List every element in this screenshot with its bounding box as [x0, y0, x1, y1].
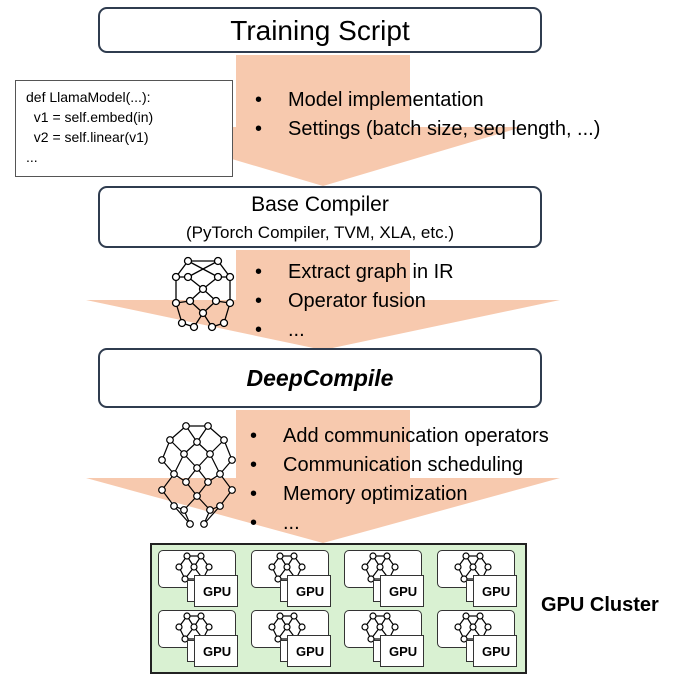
- gpu-icon: GPU: [187, 575, 238, 607]
- gpu-icon: GPU: [466, 635, 517, 667]
- code-line: def LlamaModel(...):: [26, 89, 151, 105]
- gpu-icon: GPU: [187, 635, 238, 667]
- gpu-node: GPU: [251, 550, 331, 608]
- arrow-deepcompile-to-cluster: [86, 410, 560, 543]
- gpu-cluster-label: GPU Cluster: [541, 594, 659, 616]
- ir-graph-icon: [171, 256, 235, 332]
- bullet-item: •Memory optimization: [250, 483, 468, 505]
- bullet-item: •Extract graph in IR: [255, 261, 454, 283]
- base-compiler-bullets: •Extract graph in IR •Operator fusion •.…: [255, 258, 454, 345]
- gpu-node: GPU: [344, 550, 424, 608]
- gpu-icon: GPU: [280, 635, 331, 667]
- deepcompile-title: DeepCompile: [246, 365, 394, 391]
- gpu-label: GPU: [296, 644, 325, 659]
- gpu-node: GPU: [158, 610, 238, 668]
- gpu-node: GPU: [437, 550, 517, 608]
- arrow-base-to-deepcompile: [86, 250, 560, 350]
- gpu-label: GPU: [482, 644, 511, 659]
- gpu-node: GPU: [437, 610, 517, 668]
- code-line: v2 = self.linear(v1): [26, 129, 149, 145]
- bullet-item: •Settings (batch size, seq length, ...): [255, 118, 601, 140]
- bullet-item: •...: [250, 512, 300, 534]
- gpu-label: GPU: [203, 584, 232, 599]
- gpu-node: GPU: [158, 550, 238, 608]
- training-script-title: Training Script: [230, 15, 410, 46]
- gpu-graph-icon: [361, 552, 399, 583]
- code-line: v1 = self.embed(in): [26, 109, 154, 125]
- gpu-label: GPU: [203, 644, 232, 659]
- deepcompile-box: DeepCompile: [98, 348, 542, 408]
- bullet-item: •Operator fusion: [255, 290, 426, 312]
- bullet-item: •Add communication operators: [250, 425, 549, 447]
- gpu-icon: GPU: [373, 575, 424, 607]
- gpu-cluster: GPU GPU GPU GPU GPU GPU GPU GPU: [150, 543, 527, 674]
- training-script-box: Training Script: [98, 7, 542, 53]
- deepcompile-bullets: •Add communication operators •Communicat…: [250, 422, 549, 538]
- gpu-graph-icon: [361, 612, 399, 643]
- base-compiler-subtitle: (PyTorch Compiler, TVM, XLA, etc.): [186, 223, 454, 242]
- code-snippet: def LlamaModel(...): v1 = self.embed(in)…: [15, 80, 233, 177]
- gpu-icon: GPU: [466, 575, 517, 607]
- gpu-label: GPU: [389, 584, 418, 599]
- gpu-node: GPU: [344, 610, 424, 668]
- base-compiler-title: Base Compiler: [251, 193, 389, 216]
- code-line: ...: [26, 149, 38, 165]
- bullet-item: •Model implementation: [255, 89, 484, 111]
- base-compiler-box: Base Compiler (PyTorch Compiler, TVM, XL…: [98, 186, 542, 248]
- gpu-icon: GPU: [373, 635, 424, 667]
- gpu-label: GPU: [482, 584, 511, 599]
- gpu-label: GPU: [296, 584, 325, 599]
- gpu-node: GPU: [251, 610, 331, 668]
- gpu-icon: GPU: [280, 575, 331, 607]
- bullet-item: •Communication scheduling: [250, 454, 524, 476]
- distributed-graph-icon: [158, 422, 236, 528]
- gpu-label: GPU: [389, 644, 418, 659]
- training-bullets: •Model implementation •Settings (batch s…: [255, 86, 600, 144]
- bullet-item: •...: [255, 319, 305, 341]
